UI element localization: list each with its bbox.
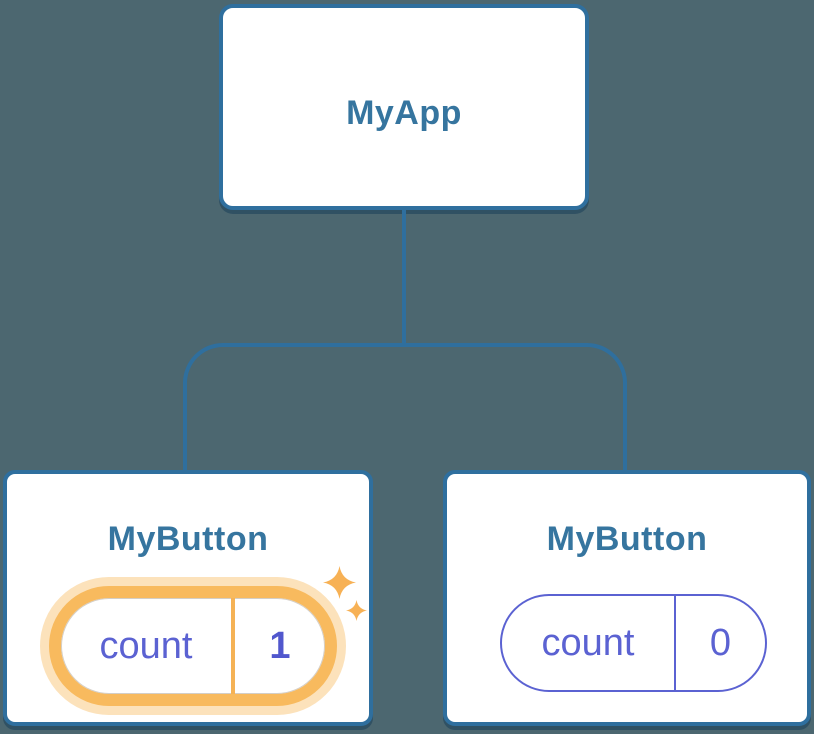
component-node-child-left: MyButton count 1 (3, 470, 373, 726)
state-pill: count 0 (500, 594, 767, 692)
state-divider (674, 596, 676, 690)
sparkle-small-icon (346, 600, 367, 621)
tree-edge-trunk (402, 210, 406, 345)
state-divider (231, 598, 235, 694)
node-title: MyButton (546, 520, 708, 558)
state-value: 0 (709, 621, 732, 664)
state-pill-highlighted: count 1 (49, 586, 337, 706)
node-title: MyButton (107, 520, 269, 558)
node-title: MyApp (346, 94, 462, 132)
state-key-label: count (99, 624, 193, 667)
sparkle-large-icon (323, 566, 356, 599)
tree-edge-branch (183, 343, 627, 470)
state-key-label: count (541, 621, 635, 664)
state-value: 1 (269, 624, 291, 667)
component-node-child-right: MyButton count 0 (443, 470, 811, 726)
component-node-root: MyApp (219, 4, 589, 210)
